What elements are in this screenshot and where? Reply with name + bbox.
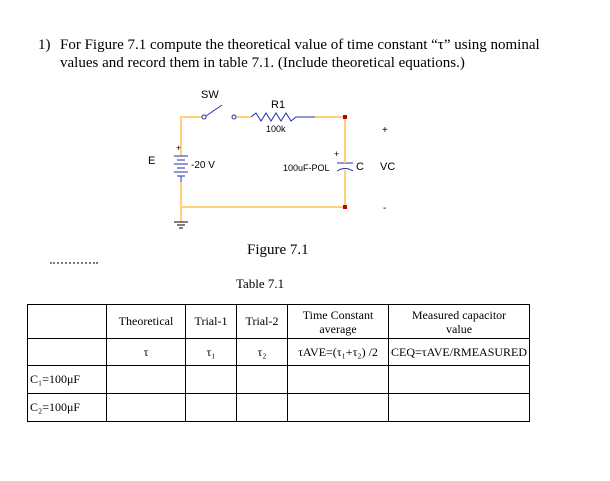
table-cell[interactable] — [185, 365, 237, 394]
source-label: E — [148, 155, 155, 167]
resistor-label: R1 — [271, 99, 285, 111]
row-label-c1: C₁=100μF — [27, 365, 107, 394]
header-measured-line-2: value — [446, 321, 473, 336]
table-caption: Table 7.1 — [236, 276, 285, 291]
source-plus-sign: + — [176, 143, 181, 153]
header-time-constant-average: Time Constant average — [287, 304, 389, 339]
switch-label: SW — [201, 89, 219, 101]
header-time-constant-line-1: Time Constant — [302, 307, 374, 322]
resistor — [250, 112, 315, 122]
header-trial-2: Trial-2 — [236, 304, 288, 339]
header-theoretical: Theoretical — [106, 304, 186, 339]
capacitor-type: 100uF-POL — [283, 163, 330, 173]
capacitor-label: C — [356, 161, 364, 173]
header-measured-line-1: Measured capacitor — [411, 307, 507, 322]
table-cell[interactable] — [287, 393, 389, 422]
symbol-tau: τ — [106, 338, 186, 366]
header-cell-blank — [27, 304, 107, 339]
question-line-1: For Figure 7.1 compute the theoretical v… — [60, 37, 540, 53]
row-label-c2: C₂=100μF — [27, 393, 107, 422]
table-row: C₂=100μF — [27, 393, 531, 422]
vc-minus-sign: - — [383, 203, 386, 214]
table-cell[interactable] — [236, 393, 288, 422]
symbol-cell-blank — [27, 338, 107, 366]
header-measured-capacitor: Measured capacitor value — [387, 304, 531, 339]
table-cell[interactable] — [185, 393, 237, 422]
circuit-wires — [180, 116, 346, 222]
capacitor — [336, 162, 354, 172]
battery — [174, 155, 188, 182]
table-symbol-row: τ τ₁ τ₂ τAVE=(τ₁+τ₂) /2 CEQ=τAVE/RMEASUR… — [27, 338, 531, 366]
resistor-value: 100k — [266, 124, 286, 134]
header-trial-1: Trial-1 — [185, 304, 237, 339]
vc-plus-sign: + — [382, 125, 388, 136]
symbol-tau-1: τ₁ — [185, 338, 237, 366]
figure-caption: Figure 7.1 — [247, 242, 309, 258]
question-number: 1) — [38, 37, 51, 53]
question-line-2: values and record them in table 7.1. (In… — [60, 55, 465, 71]
faint-artifact — [50, 262, 98, 268]
table-cell[interactable] — [287, 365, 389, 394]
ground-symbol — [174, 221, 188, 229]
table-row: C₁=100μF — [27, 365, 531, 394]
symbol-tau-average: τAVE=(τ₁+τ₂) /2 — [287, 338, 389, 366]
table-cell[interactable] — [387, 365, 531, 394]
symbol-tau-2: τ₂ — [236, 338, 288, 366]
circuit-diagram: SW R1 100k + E -20 V + 100uF-POL C VC + … — [148, 89, 395, 229]
vc-label: VC — [380, 161, 395, 173]
table-cell[interactable] — [236, 365, 288, 394]
switch — [201, 104, 237, 120]
table-cell[interactable] — [387, 393, 531, 422]
symbol-c-eq: CEQ=τAVE/RMEASURED — [387, 338, 531, 366]
source-value: -20 V — [191, 160, 215, 171]
table-header-row: Theoretical Trial-1 Trial-2 Time Constan… — [27, 304, 531, 339]
node-dots — [343, 115, 347, 209]
table-cell[interactable] — [106, 393, 186, 422]
results-table: Theoretical Trial-1 Trial-2 Time Constan… — [27, 304, 531, 422]
capacitor-plus-sign: + — [334, 149, 339, 159]
table-cell[interactable] — [106, 365, 186, 394]
header-time-constant-line-2: average — [319, 321, 357, 336]
